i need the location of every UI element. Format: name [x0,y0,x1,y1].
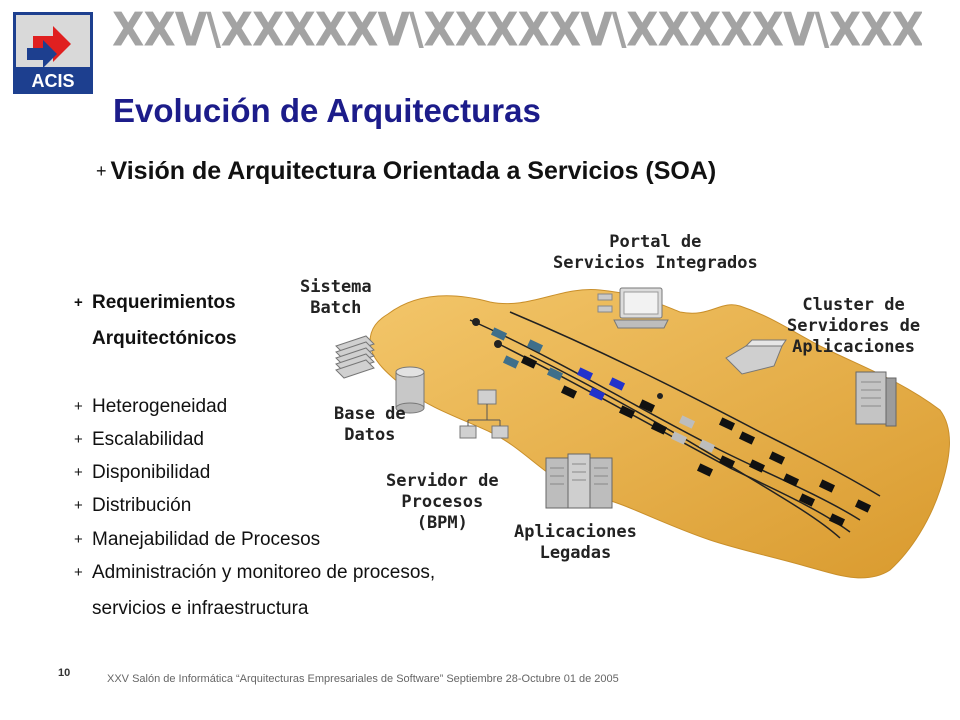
label-batch: Sistema Batch [300,277,372,319]
bullet-marker: + [74,294,83,311]
label-line: Sistema [300,277,372,297]
bullet-marker: + [74,431,83,448]
legacy-server-icon [545,453,613,509]
label-bpm: Servidor de Procesos (BPM) [386,471,499,534]
label-line: Servicios Integrados [553,253,758,273]
database-icon [395,366,425,414]
label-line: (BPM) [416,513,468,533]
bullet-item: + Disponibilidad [74,462,210,484]
bullet-item: + Administración y monitoreo de procesos, [74,562,435,584]
banner-text: XXV\XXXXXV\XXXXXV\XXXXXV\XXXXXV\XXXXXV\X… [112,8,922,48]
handheld-icon [725,339,787,375]
bullet-item: + Distribución [74,495,191,517]
bullet-marker: + [96,161,107,181]
label-line: Base de [334,404,406,424]
footer-text: XXV Salón de Informática “Arquitecturas … [107,673,619,685]
bullet-item: + Escalabilidad [74,429,204,451]
bullet-marker: + [74,464,83,481]
bullet-text: Escalabilidad [92,429,204,450]
cluster-server-icon [855,371,897,427]
service-bus-nodes [472,318,872,527]
label-line: Procesos [401,492,484,512]
bullet-text: Manejabilidad de Procesos [92,529,321,550]
laptop-icon [597,287,669,329]
label-legacy: Aplicaciones Legadas [514,522,637,564]
paper-stack-icon [335,335,375,379]
label-line: Legadas [539,543,612,563]
bullet-continuation: Arquitectónicos [92,328,237,349]
label-line: Batch [310,298,362,318]
slide-title: Evolución de Arquitecturas [113,92,541,129]
soa-diagram: Portal de Servicios Integrados Sistema B… [300,220,960,600]
bullet-continuation: servicios e infraestructura [92,598,309,619]
label-line: Aplicaciones [792,337,915,357]
bullet-marker: + [74,531,83,548]
bullet-marker: + [74,398,83,415]
label-line: Aplicaciones [514,522,637,542]
bullet-text: Requerimientos [92,292,236,313]
page-number: 10 [58,667,71,679]
label-line: Servidor de [386,471,499,491]
header-banner: XXV\XXXXXV\XXXXXV\XXXXXV\XXXXXV\XXXXXV\X… [112,8,922,48]
bullet-text: Disponibilidad [92,462,211,483]
bullet-text: Administración y monitoreo de procesos, [92,562,436,583]
bullet-item: + Manejabilidad de Procesos [74,529,320,551]
label-line: Datos [344,425,396,445]
label-line: Portal de [609,232,702,252]
label-portal: Portal de Servicios Integrados [553,232,758,274]
label-cluster: Cluster de Servidores de Aplicaciones [787,295,920,358]
bullet-marker: + [74,564,83,581]
bullet-item: + Requerimientos [74,292,236,314]
network-icon [459,389,509,439]
bullet-marker: + [74,497,83,514]
bullet-text: Heterogeneidad [92,396,228,417]
bullet-item: + Heterogeneidad [74,396,227,418]
slide-subtitle: +Visión de Arquitectura Orientada a Serv… [96,157,716,186]
label-database: Base de Datos [334,404,406,446]
soa-diagram-graphic [335,287,950,579]
label-line: Cluster de [802,295,905,315]
logo-text: ACIS [31,71,75,91]
bullet-text: Distribución [92,495,192,516]
subtitle-text: Visión de Arquitectura Orientada a Servi… [110,157,717,185]
label-line: Servidores de [787,316,921,336]
acis-logo: ACIS [13,12,93,94]
